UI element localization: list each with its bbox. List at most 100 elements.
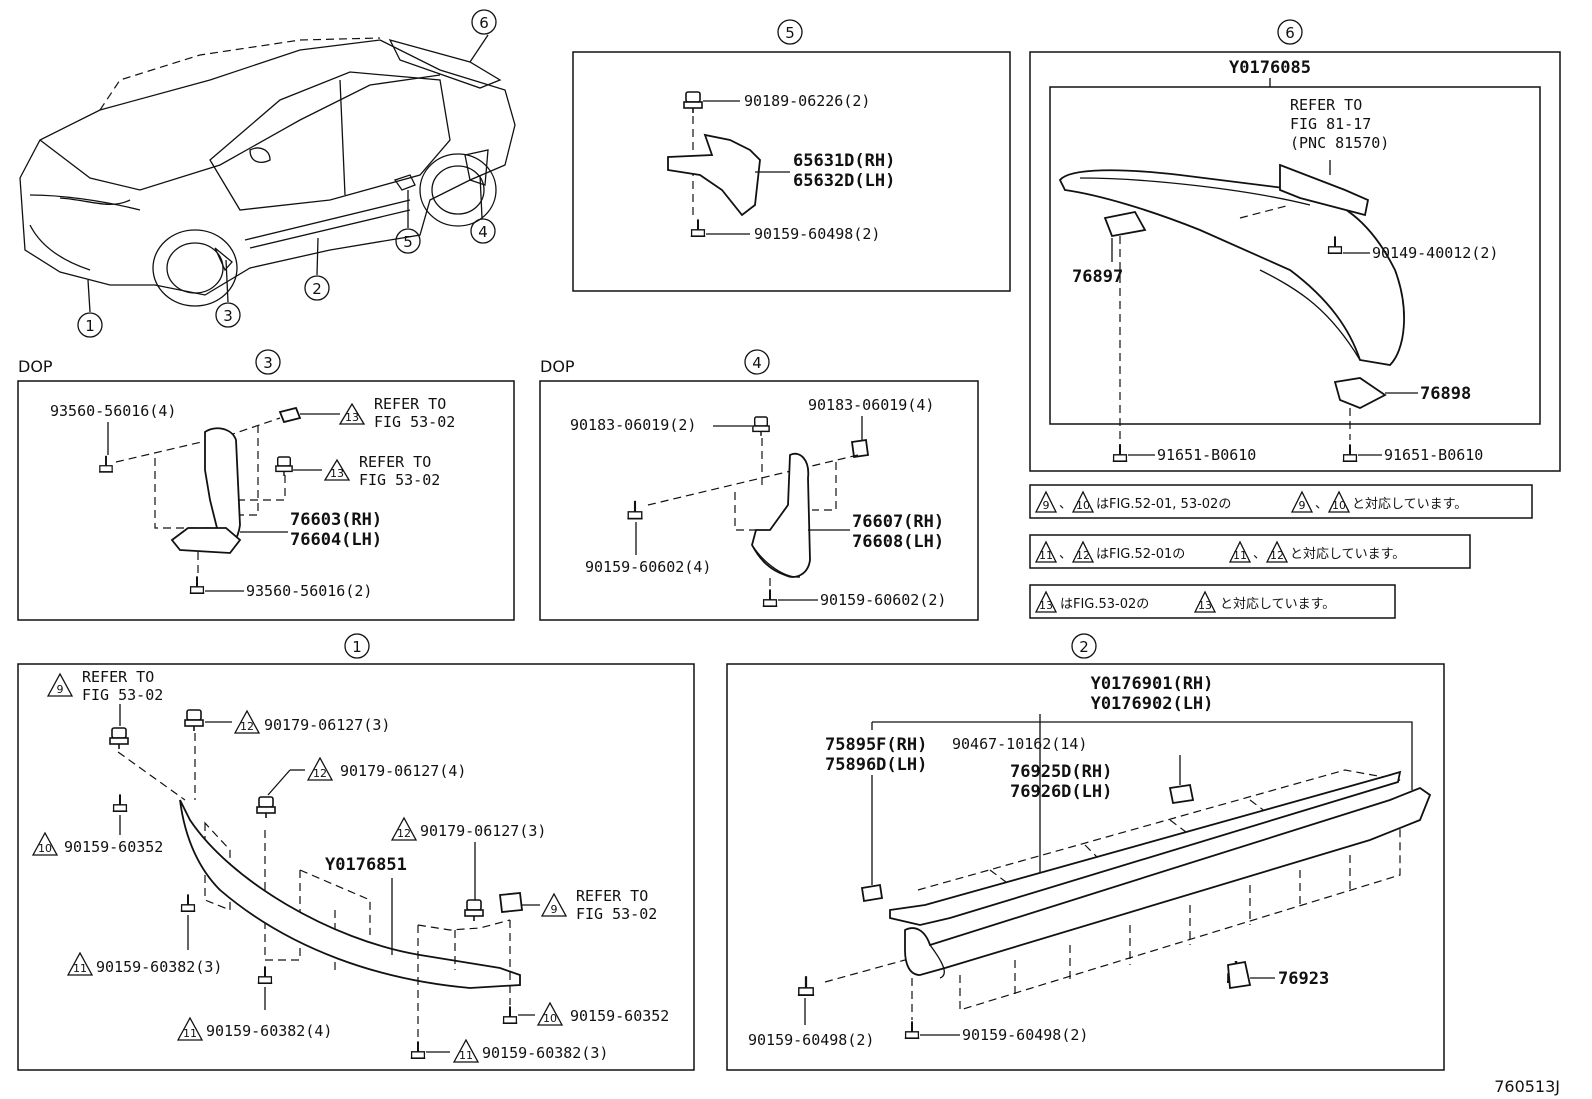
part-75895F: 75895F(RH) bbox=[825, 735, 927, 755]
part-90149-40012: 90149-40012(2) bbox=[1372, 244, 1498, 262]
section-3: DOP 3 93560-56016(4) 13 REFER TO FIG 53-… bbox=[17, 349, 515, 621]
note-3-text: はFIG.53-02の bbox=[1060, 597, 1149, 612]
assembly-Y0176085: Y0176085 bbox=[1229, 58, 1311, 78]
dop-label-4: DOP bbox=[540, 357, 575, 376]
refer-to-3a: REFER TO bbox=[374, 395, 446, 413]
part-76897: 76897 bbox=[1072, 267, 1123, 287]
part-75896D: 75896D(LH) bbox=[825, 755, 927, 775]
refer-pnc-81570: (PNC 81570) bbox=[1290, 134, 1389, 152]
svg-text:、: 、 bbox=[1253, 547, 1266, 562]
part-76604: 76604(LH) bbox=[290, 530, 382, 550]
assembly-Y0176902: Y0176902(LH) bbox=[1091, 694, 1214, 714]
svg-text:12: 12 bbox=[313, 767, 327, 780]
svg-text:と対応しています。: と対応しています。 bbox=[1290, 547, 1405, 562]
part-76898: 76898 bbox=[1420, 384, 1471, 404]
section-5-number: 5 bbox=[785, 24, 795, 42]
svg-text:、: 、 bbox=[1059, 497, 1072, 512]
svg-text:と対応しています。: と対応しています。 bbox=[1220, 597, 1335, 612]
svg-text:、: 、 bbox=[1315, 497, 1328, 512]
part-76925D: 76925D(RH) bbox=[1010, 762, 1112, 782]
svg-text:、: 、 bbox=[1059, 547, 1072, 562]
section-2-number: 2 bbox=[1079, 638, 1089, 656]
part-76923: 76923 bbox=[1278, 969, 1329, 989]
part-76603: 76603(RH) bbox=[290, 510, 382, 530]
svg-text:9: 9 bbox=[57, 683, 64, 696]
callout-5: 5 bbox=[403, 233, 413, 251]
part-90159-60352-left: 90159-60352 bbox=[64, 838, 163, 856]
svg-text:12: 12 bbox=[397, 827, 411, 840]
part-90159-60382-4: 90159-60382(4) bbox=[206, 1022, 332, 1040]
svg-text:9: 9 bbox=[1299, 499, 1306, 512]
svg-text:10: 10 bbox=[1076, 499, 1090, 512]
section-2: 2 Y0176901(RH) Y0176902(LH) 75895F(RH) 7… bbox=[726, 633, 1445, 1071]
svg-text:9: 9 bbox=[1043, 499, 1050, 512]
callout-circles: 1 3 2 5 4 6 bbox=[77, 9, 497, 338]
svg-text:11: 11 bbox=[1039, 549, 1053, 562]
refer-to-1a: REFER TO bbox=[82, 668, 154, 686]
svg-text:12: 12 bbox=[1076, 549, 1090, 562]
svg-text:9: 9 bbox=[551, 903, 558, 916]
svg-text:11: 11 bbox=[1233, 549, 1247, 562]
callout-6: 6 bbox=[479, 14, 489, 32]
refer-fig-53-02-3a: FIG 53-02 bbox=[374, 413, 455, 431]
part-93560-56016-2: 93560-56016(2) bbox=[246, 582, 372, 600]
part-76926D: 76926D(LH) bbox=[1010, 782, 1112, 802]
refer-fig-53-02-1a: FIG 53-02 bbox=[82, 686, 163, 704]
callout-2: 2 bbox=[312, 280, 322, 298]
part-76608: 76608(LH) bbox=[852, 532, 944, 552]
svg-text:11: 11 bbox=[183, 1027, 197, 1040]
part-90159-60498-s5: 90159-60498(2) bbox=[754, 225, 880, 243]
notes: 9 、 10 はFIG.52-01, 53-02の 9 、 10 と対応していま… bbox=[1029, 484, 1533, 619]
part-90183-06019-4: 90183-06019(4) bbox=[808, 396, 934, 414]
refer-to-1b: REFER TO bbox=[576, 887, 648, 905]
dop-label-3: DOP bbox=[18, 357, 53, 376]
section-5: 5 90189-06226(2) 65631D(RH) 65632D(LH) 9… bbox=[572, 19, 1011, 292]
svg-text:10: 10 bbox=[38, 842, 52, 855]
refer-to-6: REFER TO bbox=[1290, 96, 1362, 114]
refer-fig-53-02-3b: FIG 53-02 bbox=[359, 471, 440, 489]
part-90159-60498-left: 90159-60498(2) bbox=[748, 1031, 874, 1049]
part-76607: 76607(RH) bbox=[852, 512, 944, 532]
svg-text:11: 11 bbox=[459, 1049, 473, 1062]
section-3-number: 3 bbox=[263, 354, 273, 372]
note-2-text: はFIG.52-01の bbox=[1096, 547, 1185, 562]
refer-fig-53-02-1b: FIG 53-02 bbox=[576, 905, 657, 923]
part-90189-06226: 90189-06226(2) bbox=[744, 92, 870, 110]
callout-1: 1 bbox=[85, 317, 95, 335]
section-1-number: 1 bbox=[352, 638, 362, 656]
part-90159-60498-right: 90159-60498(2) bbox=[962, 1026, 1088, 1044]
part-90159-60382-3a: 90159-60382(3) bbox=[96, 958, 222, 976]
part-91651-B0610-right: 91651-B0610 bbox=[1384, 446, 1483, 464]
svg-text:13: 13 bbox=[1198, 599, 1212, 612]
section-1: 1 9 REFER TO FIG 53-02 10 90159-60352 12… bbox=[17, 633, 695, 1071]
part-90159-60602-2: 90159-60602(2) bbox=[820, 591, 946, 609]
callout-4: 4 bbox=[478, 223, 488, 241]
vehicle-overview bbox=[19, 34, 516, 313]
part-90179-06127-4: 90179-06127(4) bbox=[340, 762, 466, 780]
refer-to-3b: REFER TO bbox=[359, 453, 431, 471]
assembly-Y0176901: Y0176901(RH) bbox=[1091, 674, 1214, 694]
svg-text:10: 10 bbox=[1332, 499, 1346, 512]
svg-text:と対応しています。: と対応しています。 bbox=[1352, 497, 1467, 512]
svg-text:10: 10 bbox=[543, 1012, 557, 1025]
part-90183-06019-2: 90183-06019(2) bbox=[570, 416, 696, 434]
svg-text:13: 13 bbox=[1039, 599, 1053, 612]
part-90467-10162: 90467-10162(14) bbox=[952, 735, 1087, 753]
part-91651-B0610-left: 91651-B0610 bbox=[1157, 446, 1256, 464]
part-90179-06127-3a: 90179-06127(3) bbox=[264, 716, 390, 734]
section-6-number: 6 bbox=[1285, 24, 1295, 42]
note-1-text: はFIG.52-01, 53-02の bbox=[1096, 497, 1231, 512]
part-93560-56016-4: 93560-56016(4) bbox=[50, 402, 176, 420]
part-65632D: 65632D(LH) bbox=[793, 171, 895, 191]
svg-text:13: 13 bbox=[330, 467, 344, 480]
part-65631D: 65631D(RH) bbox=[793, 151, 895, 171]
svg-text:13: 13 bbox=[345, 411, 359, 424]
svg-text:12: 12 bbox=[240, 720, 254, 733]
assembly-Y0176851: Y0176851 bbox=[325, 855, 407, 875]
part-90159-60382-3b: 90159-60382(3) bbox=[482, 1044, 608, 1062]
svg-text:12: 12 bbox=[1270, 549, 1284, 562]
diagram-id: 760513J bbox=[1494, 1077, 1560, 1096]
part-90179-06127-3b: 90179-06127(3) bbox=[420, 822, 546, 840]
